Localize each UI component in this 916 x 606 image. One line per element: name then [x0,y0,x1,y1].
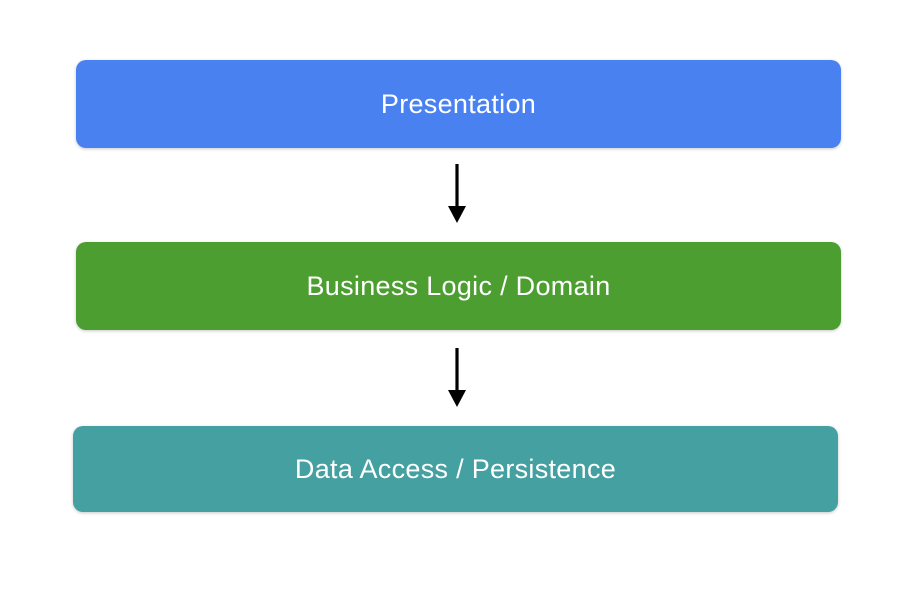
layer-label-data-access: Data Access / Persistence [294,453,617,484]
layer-box-presentation: Presentation [76,60,841,148]
layer-box-business-logic: Business Logic / Domain [76,242,841,330]
layer-box-data-access: Data Access / Persistence [73,426,838,512]
layer-label-presentation: Presentation [380,88,537,119]
arrow-down-icon [448,348,466,407]
layer-label-business-logic: Business Logic / Domain [306,270,611,301]
arrow-down-icon [448,164,466,223]
